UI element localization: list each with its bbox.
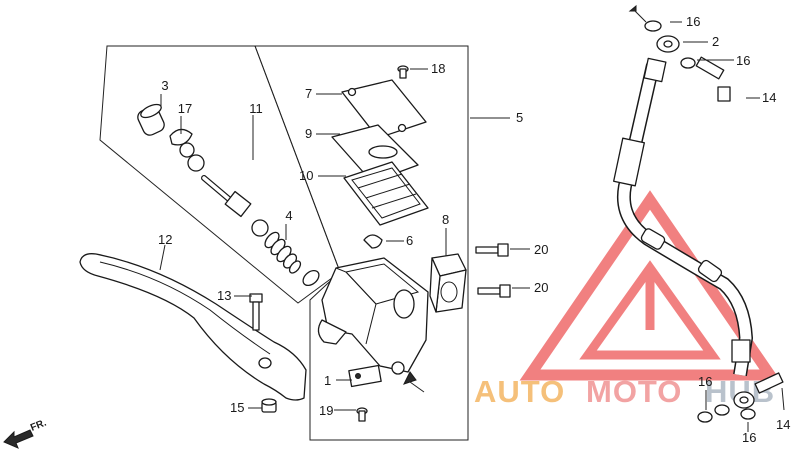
- watermark-triangle-logo: [519, 190, 781, 381]
- screw-19: [356, 407, 368, 422]
- direction-arrows: [403, 4, 647, 393]
- brake-lever: [79, 253, 307, 401]
- watermark-moto: MOTO: [586, 374, 682, 409]
- label-part-17: 17: [178, 101, 192, 116]
- label-part-2: 2: [712, 34, 719, 49]
- front-direction-arrow: FR.: [3, 417, 48, 449]
- bolt-20-upper: [475, 243, 509, 257]
- label-part-16-upper: 16: [736, 53, 750, 68]
- nut-15: [261, 398, 277, 413]
- label-part-10: 10: [299, 168, 313, 183]
- label-part-12: 12: [158, 232, 172, 247]
- label-part-14-upper: 14: [762, 90, 776, 105]
- label-part-19: 19: [319, 403, 333, 418]
- label-part-16-lower: 16: [742, 430, 756, 445]
- front-direction-label: FR.: [29, 417, 48, 433]
- label-part-13: 13: [217, 288, 231, 303]
- switch: [348, 364, 382, 388]
- bolt-20-lower: [477, 284, 511, 298]
- label-part-11: 11: [249, 101, 263, 116]
- label-part-18: 18: [431, 61, 445, 76]
- brake-hose: [613, 57, 753, 377]
- piston-kit: [137, 103, 320, 287]
- assembly-outline-5: [107, 45, 469, 441]
- pivot-bolt-13: [249, 293, 263, 331]
- label-part-7: 7: [305, 86, 312, 101]
- screw-18: [397, 65, 409, 79]
- label-part-6: 6: [406, 233, 413, 248]
- banjo-bolt-lower: [697, 372, 784, 423]
- label-part-14-lower: 14: [776, 417, 790, 432]
- label-part-15: 15: [230, 400, 244, 415]
- master-cylinder-body: [317, 257, 429, 375]
- circlip: [169, 128, 193, 146]
- label-part-3: 3: [161, 78, 168, 93]
- banjo-bolt-upper: [644, 20, 731, 102]
- clip-6: [363, 234, 383, 249]
- label-part-16-top: 16: [686, 14, 700, 29]
- leader-lines: [159, 21, 785, 432]
- label-part-20-lower: 20: [534, 280, 548, 295]
- diaphragm: [343, 161, 429, 226]
- label-part-4: 4: [285, 208, 292, 223]
- watermark-auto: AUTO: [474, 374, 565, 409]
- label-part-9: 9: [305, 126, 312, 141]
- label-part-8: 8: [442, 212, 449, 227]
- label-part-5: 5: [516, 110, 523, 125]
- holder: [429, 253, 467, 313]
- spring: [264, 231, 302, 274]
- reservoir-cap: [341, 79, 427, 139]
- label-part-1: 1: [324, 373, 331, 388]
- label-part-20-upper: 20: [534, 242, 548, 257]
- label-part-16-lower-left: 16: [698, 374, 712, 389]
